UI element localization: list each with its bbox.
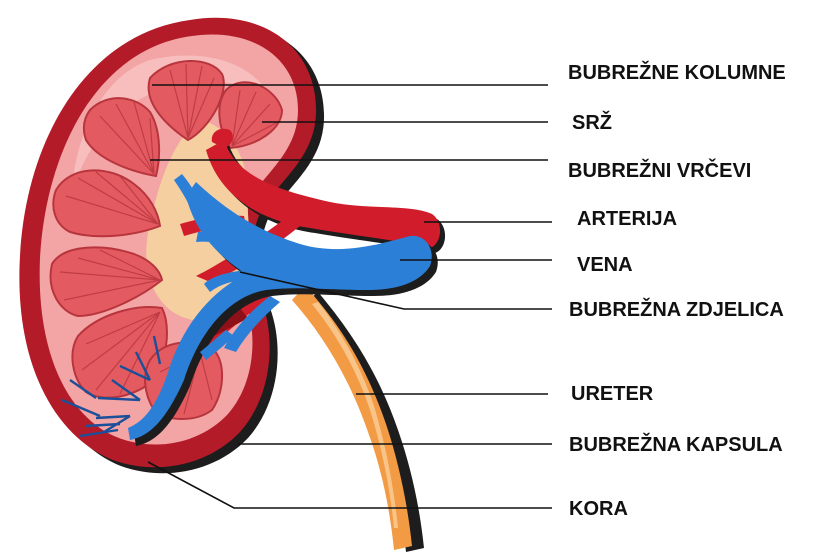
label-srz: SRŽ <box>572 110 612 134</box>
label-bubrezna-kapsula: BUBREŽNA KAPSULA <box>569 432 783 456</box>
leader-line-kora <box>148 462 552 508</box>
label-kora: KORA <box>569 498 628 520</box>
label-bubrezna-zdjelica: BUBREŽNA ZDJELICA <box>569 297 784 321</box>
labels: BUBREŽNE KOLUMNE SRŽ BUBREŽNI VRČEVI ART… <box>568 60 786 520</box>
label-bubrezne-kolumne: BUBREŽNE KOLUMNE <box>568 60 786 84</box>
label-bubrezni-vrcevi: BUBREŽNI VRČEVI <box>568 158 751 182</box>
ureter-shape <box>292 286 424 552</box>
label-vena: VENA <box>577 254 633 276</box>
label-arterija: ARTERIJA <box>577 208 677 230</box>
label-ureter: URETER <box>571 383 654 405</box>
